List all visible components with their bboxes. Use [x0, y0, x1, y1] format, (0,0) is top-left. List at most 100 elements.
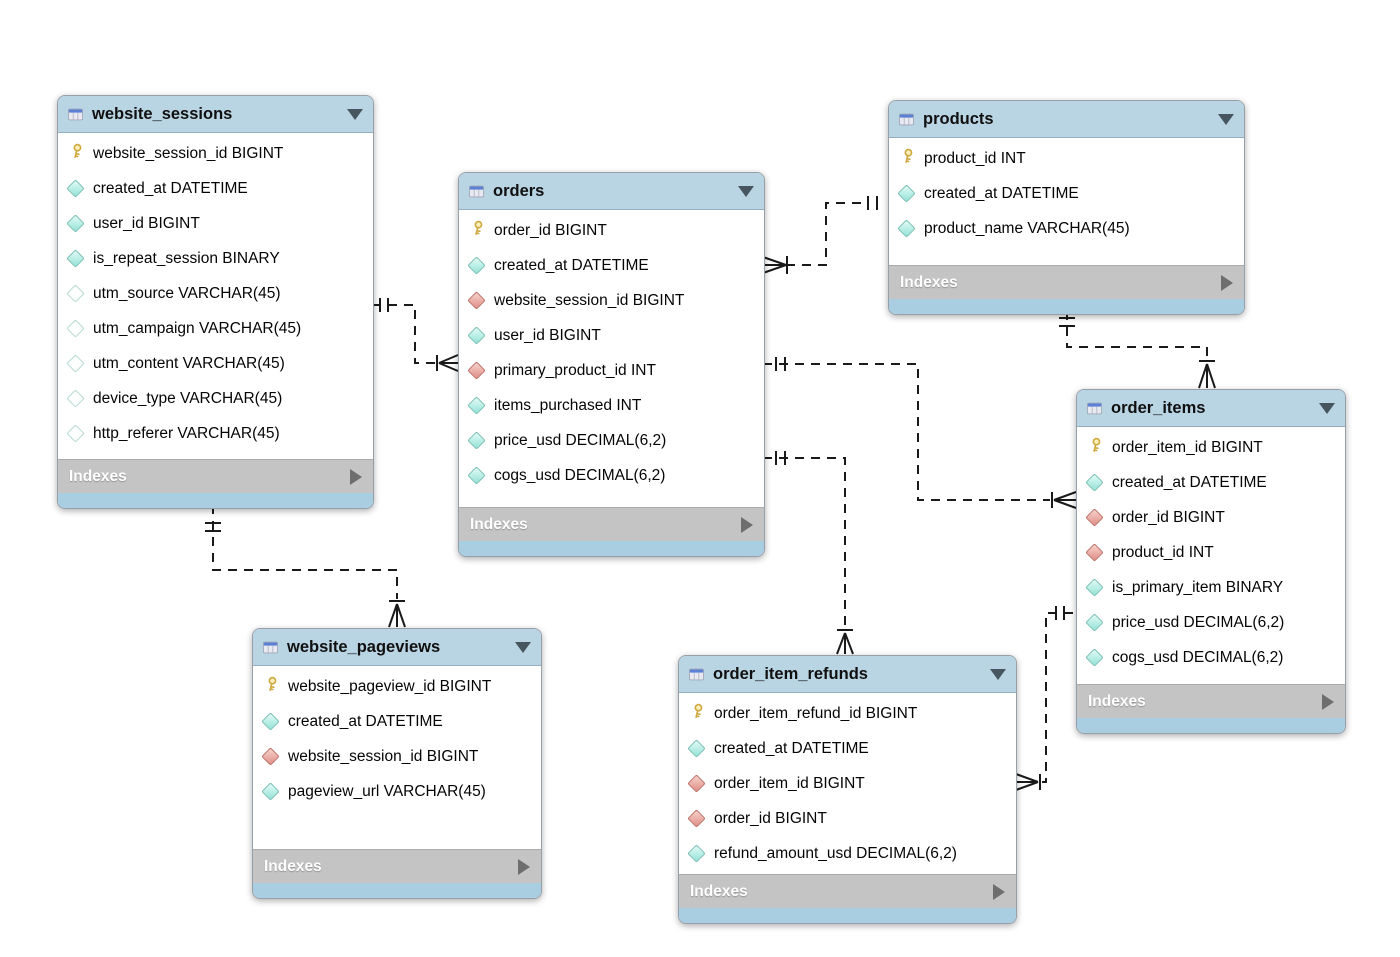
expand-arrow-icon[interactable]	[518, 858, 530, 875]
collapse-arrow-icon[interactable]	[990, 668, 1006, 680]
column-row[interactable]: utm_campaign VARCHAR(45)	[58, 311, 373, 346]
collapse-arrow-icon[interactable]	[515, 641, 531, 653]
table-website_sessions[interactable]: website_sessions website_session_id BIGIN…	[57, 95, 374, 509]
collapse-arrow-icon[interactable]	[347, 108, 363, 120]
expand-arrow-icon[interactable]	[350, 468, 362, 485]
indexes-bar[interactable]: Indexes	[459, 507, 764, 541]
rel-products-orderitems-line	[1066, 311, 1208, 360]
indexes-bar[interactable]: Indexes	[679, 874, 1016, 908]
rel-sessions-pageviews-line	[212, 505, 398, 599]
column-type-icon	[467, 466, 486, 485]
column-row[interactable]: price_usd DECIMAL(6,2)	[459, 423, 764, 458]
column-row[interactable]: http_referer VARCHAR(45)	[58, 416, 373, 451]
table-bottom-strip	[679, 908, 1016, 923]
column-row[interactable]: order_item_refund_id BIGINT	[679, 696, 1016, 731]
column-row[interactable]: order_id BIGINT	[459, 213, 764, 248]
table-header[interactable]: orders	[459, 173, 764, 210]
table-header[interactable]: order_items	[1077, 390, 1345, 427]
column-row[interactable]: utm_content VARCHAR(45)	[58, 346, 373, 381]
expand-arrow-icon[interactable]	[1322, 693, 1334, 710]
table-header[interactable]: order_item_refunds	[679, 656, 1016, 693]
column-row[interactable]: order_item_id BIGINT	[679, 766, 1016, 801]
column-row[interactable]: website_session_id BIGINT	[253, 739, 541, 774]
column-row[interactable]: is_primary_item BINARY	[1077, 570, 1345, 605]
column-type-icon	[1085, 648, 1104, 667]
column-type-icon	[1085, 613, 1104, 632]
column-label: utm_source VARCHAR(45)	[93, 284, 281, 302]
table-icon	[469, 183, 484, 200]
column-label: website_session_id BIGINT	[288, 747, 479, 765]
column-type-icon	[66, 284, 85, 303]
column-row[interactable]: user_id BIGINT	[58, 206, 373, 241]
table-orders[interactable]: orders order_id BIGINT created_at DATETIME…	[458, 172, 765, 557]
indexes-bar[interactable]: Indexes	[58, 459, 373, 493]
column-row[interactable]: primary_product_id INT	[459, 353, 764, 388]
column-label: price_usd DECIMAL(6,2)	[1112, 613, 1285, 631]
primary-key-icon	[899, 148, 914, 169]
column-row[interactable]: cogs_usd DECIMAL(6,2)	[1077, 640, 1345, 675]
column-label: order_item_id BIGINT	[1112, 438, 1263, 456]
column-row[interactable]: created_at DATETIME	[679, 731, 1016, 766]
column-row[interactable]: product_name VARCHAR(45)	[889, 211, 1244, 246]
table-icon	[263, 639, 278, 656]
column-row[interactable]: is_repeat_session BINARY	[58, 241, 373, 276]
table-website_pageviews[interactable]: website_pageviews website_pageview_id BIG…	[252, 628, 542, 899]
column-row[interactable]: website_session_id BIGINT	[459, 283, 764, 318]
column-row[interactable]: created_at DATETIME	[889, 176, 1244, 211]
column-row[interactable]: order_id BIGINT	[1077, 500, 1345, 535]
column-row[interactable]: website_session_id BIGINT	[58, 136, 373, 171]
column-row[interactable]: order_item_id BIGINT	[1077, 430, 1345, 465]
column-type-icon	[467, 326, 486, 345]
column-label: utm_content VARCHAR(45)	[93, 354, 285, 372]
table-icon	[1087, 400, 1102, 417]
expand-arrow-icon[interactable]	[1221, 274, 1233, 291]
primary-key-icon	[469, 220, 484, 241]
column-row[interactable]: items_purchased INT	[459, 388, 764, 423]
column-label: website_session_id BIGINT	[93, 144, 284, 162]
column-label: items_purchased INT	[494, 396, 642, 414]
collapse-arrow-icon[interactable]	[1218, 113, 1234, 125]
column-row[interactable]: created_at DATETIME	[58, 171, 373, 206]
column-row[interactable]: created_at DATETIME	[459, 248, 764, 283]
table-icon	[689, 666, 704, 683]
column-row[interactable]: created_at DATETIME	[1077, 465, 1345, 500]
table-order_items[interactable]: order_items order_item_id BIGINT created_a…	[1076, 389, 1346, 734]
foreign-key-icon	[687, 774, 706, 793]
column-row[interactable]: utm_source VARCHAR(45)	[58, 276, 373, 311]
table-header[interactable]: website_sessions	[58, 96, 373, 133]
column-row[interactable]: order_id BIGINT	[679, 801, 1016, 836]
indexes-bar[interactable]: Indexes	[253, 849, 541, 883]
table-header[interactable]: website_pageviews	[253, 629, 541, 666]
expand-arrow-icon[interactable]	[993, 883, 1005, 900]
column-row[interactable]: product_id INT	[889, 141, 1244, 176]
table-bottom-strip	[1077, 718, 1345, 733]
column-row[interactable]: product_id INT	[1077, 535, 1345, 570]
column-label: website_pageview_id BIGINT	[288, 677, 492, 695]
column-row[interactable]: user_id BIGINT	[459, 318, 764, 353]
column-type-icon	[687, 739, 706, 758]
column-label: order_id BIGINT	[494, 221, 607, 239]
column-row[interactable]: website_pageview_id BIGINT	[253, 669, 541, 704]
indexes-bar[interactable]: Indexes	[1077, 684, 1345, 718]
collapse-arrow-icon[interactable]	[738, 185, 754, 197]
expand-arrow-icon[interactable]	[741, 516, 753, 533]
indexes-bar[interactable]: Indexes	[889, 265, 1244, 299]
column-row[interactable]: cogs_usd DECIMAL(6,2)	[459, 458, 764, 493]
column-label: user_id BIGINT	[494, 326, 601, 344]
primary-key-icon	[1087, 437, 1102, 458]
indexes-label: Indexes	[900, 273, 958, 291]
column-row[interactable]: refund_amount_usd DECIMAL(6,2)	[679, 836, 1016, 871]
column-row[interactable]: price_usd DECIMAL(6,2)	[1077, 605, 1345, 640]
indexes-label: Indexes	[1088, 692, 1146, 710]
collapse-arrow-icon[interactable]	[1319, 402, 1335, 414]
rel-sessions-orders-line	[372, 304, 436, 364]
table-bottom-strip	[253, 883, 541, 898]
column-label: http_referer VARCHAR(45)	[93, 424, 280, 442]
column-row[interactable]: device_type VARCHAR(45)	[58, 381, 373, 416]
column-row[interactable]: pageview_url VARCHAR(45)	[253, 774, 541, 809]
column-row[interactable]: created_at DATETIME	[253, 704, 541, 739]
table-header[interactable]: products	[889, 101, 1244, 138]
